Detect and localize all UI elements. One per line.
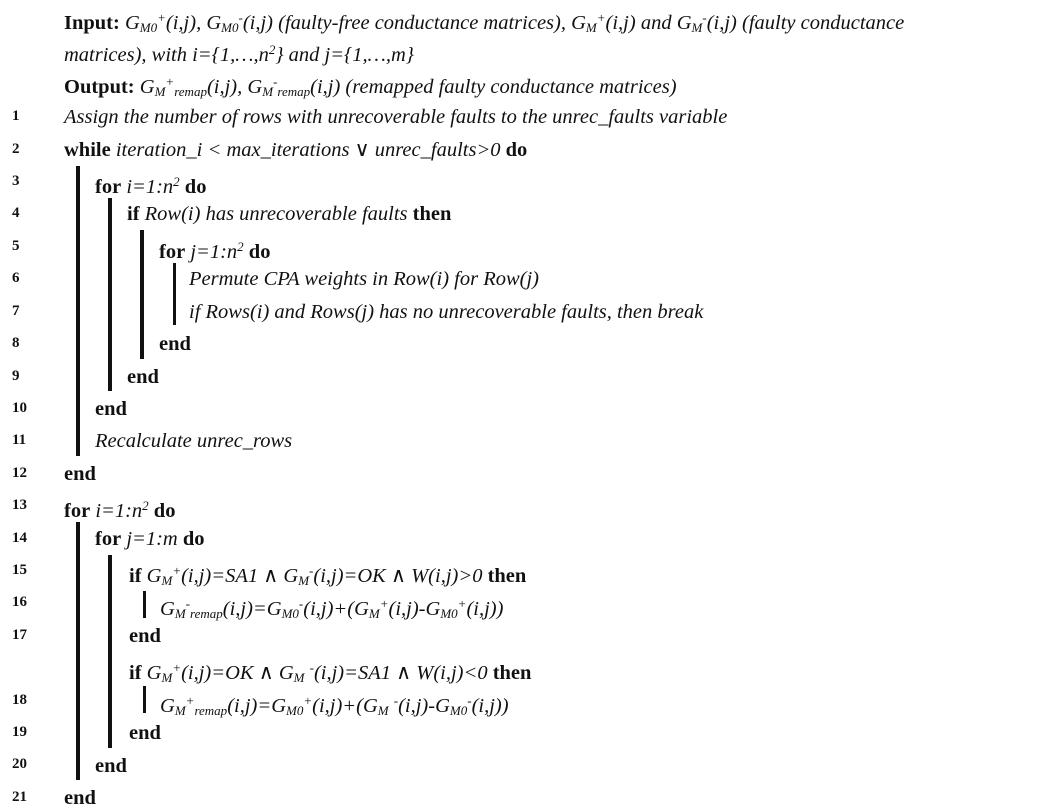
output-description: (remapped faulty conductance matrices) <box>340 76 677 98</box>
line-number: 6 <box>12 270 20 286</box>
input-description-1: (faulty-free conductance matrices), <box>273 12 572 34</box>
algo-line-16: GM-remap(i,j)=GM0-(i,j)+(GM+(i,j)-GM0+(i… <box>160 596 504 621</box>
line-number: 20 <box>12 756 27 772</box>
algo-line-10: end <box>95 398 127 420</box>
line-number: 16 <box>12 594 27 610</box>
line-number: 5 <box>12 238 20 254</box>
line-number: 19 <box>12 724 27 740</box>
algo-line-5: for j=1:n2 do <box>159 239 271 263</box>
algo-line-9: end <box>127 366 159 388</box>
algo-line-17: end <box>129 625 161 647</box>
block-bar <box>143 591 146 618</box>
line-number: 14 <box>12 530 27 546</box>
algo-line-19: end <box>129 722 161 744</box>
line-number: 11 <box>12 432 27 448</box>
algo-line-1: Assign the number of rows with unrecover… <box>64 106 728 128</box>
algo-line-11: Recalculate unrec_rows <box>95 430 293 452</box>
block-bar <box>140 230 144 359</box>
line-number: 12 <box>12 465 27 481</box>
line-number: 18 <box>12 692 27 708</box>
line-number: 7 <box>12 303 20 319</box>
line-number: 2 <box>12 141 20 157</box>
block-bar <box>76 166 80 456</box>
input-description-2: (faulty conductance <box>736 12 905 34</box>
line-number: 10 <box>12 400 27 416</box>
algo-line-14: for j=1:m do <box>95 528 205 550</box>
algo-line-3: for i=1:n2 do <box>95 174 207 198</box>
line-number: 1 <box>12 108 20 124</box>
line-number: 3 <box>12 173 20 189</box>
block-bar <box>108 198 112 391</box>
algo-line-2: while iteration_i < max_iterations ∨ unr… <box>64 139 528 161</box>
algo-line-4: if Row(i) has unrecoverable faults then <box>127 203 452 225</box>
algo-line-15: if GM+(i,j)=SA1 ∧ GM-(i,j)=OK ∧ W(i,j)>0… <box>129 563 527 588</box>
algo-line-7: if Rows(i) and Rows(j) has no unrecovera… <box>189 301 704 323</box>
line-number: 8 <box>12 335 20 351</box>
algo-line-17b: if GM+(i,j)=OK ∧ GM -(i,j)=SA1 ∧ W(i,j)<… <box>129 660 532 685</box>
algo-line-13: for i=1:n2 do <box>64 498 176 522</box>
block-bar <box>108 555 112 748</box>
line-number: 17 <box>12 627 27 643</box>
input-line-2: matrices), with i={1,…,n2} and j={1,…,m} <box>64 42 414 66</box>
algo-line-8: end <box>159 333 191 355</box>
input-line-1: Input: GM0+(i,j), GM0-(i,j) (faulty-free… <box>64 10 905 35</box>
block-bar <box>76 522 80 780</box>
line-number: 21 <box>12 789 27 805</box>
algo-line-12: end <box>64 463 96 485</box>
algo-line-18: GM+remap(i,j)=GM0+(i,j)+(GM -(i,j)-GM0-(… <box>160 693 509 718</box>
input-label: Input: <box>64 12 120 34</box>
output-line: Output: GM+remap(i,j), GM-remap(i,j) (re… <box>64 74 677 99</box>
line-number: 15 <box>12 562 27 578</box>
line-number: 13 <box>12 497 27 513</box>
block-bar <box>143 686 146 713</box>
algo-line-6: Permute CPA weights in Row(i) for Row(j) <box>189 268 540 290</box>
algo-line-20: end <box>95 755 127 777</box>
algo-line-21: end <box>64 787 96 809</box>
line-number: 9 <box>12 368 20 384</box>
block-bar <box>173 263 176 325</box>
output-label: Output: <box>64 76 135 98</box>
line-number: 4 <box>12 205 20 221</box>
